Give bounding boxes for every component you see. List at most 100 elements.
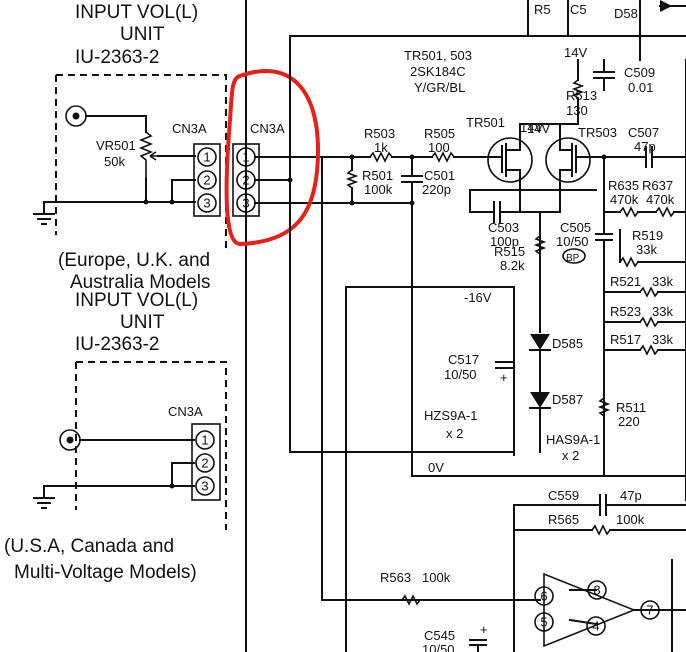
c505-bp: BP <box>566 253 580 264</box>
r637-value: 470k <box>646 192 675 207</box>
c509-name: C509 <box>624 65 655 80</box>
unit-title-bottom-1: INPUT VOL(L) <box>75 290 198 311</box>
r519-name: R519 <box>632 228 663 243</box>
supply-14v-top: 14V <box>564 45 587 60</box>
models-top-line-1: (Europe, U.K. and <box>58 250 210 271</box>
opamp-pin-6: 6 <box>540 589 547 604</box>
r637-name: R637 <box>642 178 673 193</box>
r505-value: 100 <box>428 140 450 155</box>
r565-name: R565 <box>548 512 579 527</box>
unit-code-bottom: IU-2363-2 <box>75 334 160 355</box>
c559-capacitor-icon <box>513 494 686 516</box>
r515-resistor-icon <box>533 235 547 255</box>
connector-bottom-icon <box>191 423 221 501</box>
r513-value: 130 <box>566 103 588 118</box>
connector-bottom-label: CN3A <box>168 404 203 419</box>
opamp-leads <box>568 589 686 626</box>
input-jack-top-center-icon <box>72 112 80 120</box>
tr501-leads <box>487 123 579 191</box>
label-d58-partial: D58 <box>614 6 638 21</box>
main-connector-pin3: 3 <box>242 196 249 211</box>
unit-title-top-1: INPUT VOL(L) <box>75 2 198 23</box>
vr501-resistor-icon <box>138 131 154 178</box>
minus16v-label: -16V <box>464 290 492 305</box>
connector-top-label: CN3A <box>172 121 207 136</box>
red-highlight-circle <box>224 69 321 247</box>
connector-bottom-pin1: 1 <box>201 433 208 448</box>
r511-resistor-icon <box>597 397 611 417</box>
wire-d587-bottom <box>529 407 551 453</box>
bp-mark-icon <box>562 248 586 264</box>
tr503-label: TR503 <box>578 125 617 140</box>
top-partial: R5 C5 D58 14V <box>527 0 686 61</box>
d585-label: D585 <box>552 336 583 351</box>
c517-value: 10/50 <box>444 367 477 382</box>
c517-plus: + <box>500 370 508 385</box>
supply-14v-fet: 14V <box>520 120 543 135</box>
unit-box-top <box>55 74 227 248</box>
r519-value: 33k <box>636 242 657 257</box>
unit-title-top-2: UNIT <box>120 24 165 45</box>
connector-bottom-pin3: 3 <box>201 479 208 494</box>
ground-bottom-icon <box>33 485 55 509</box>
r635-value: 470k <box>610 192 639 207</box>
input-jack-bottom-center-icon <box>66 436 74 444</box>
has9a-label: HAS9A-1 <box>546 432 600 447</box>
c501-capacitor-icon <box>401 156 423 204</box>
tr503-fet-icon <box>545 137 591 183</box>
tr-pair-line-3: Y/GR/BL <box>414 80 465 95</box>
left-bottom-unit: INPUT VOL(L) UNIT IU-2363-2 CN3A 1 2 3 (… <box>4 290 227 583</box>
label-c5-partial: C5 <box>570 2 587 17</box>
c509-value: 0.01 <box>628 80 653 95</box>
r501-name: R501 <box>362 168 393 183</box>
tr501-label: TR501 <box>466 115 505 130</box>
r517-name: R517 <box>610 332 641 347</box>
r563-name: R563 <box>380 570 411 585</box>
connector-bottom-pin2: 2 <box>201 456 208 471</box>
wire-minus16-rail <box>345 286 515 652</box>
wire-bottom-ground <box>43 462 195 487</box>
r635-resistor-icon <box>619 206 639 218</box>
main-connector-pin1: 1 <box>242 150 249 165</box>
hzs9a-qty: x 2 <box>446 426 463 441</box>
opamp-pin-8: 8 <box>593 583 600 598</box>
opamp-pin-5: 5 <box>540 615 547 630</box>
c505-capacitor-icon <box>595 211 613 431</box>
c503-capacitor-icon <box>469 189 541 223</box>
r503-resistor-icon <box>369 151 393 163</box>
left-top-unit: INPUT VOL(L) UNIT IU-2363-2 VR501 50k CN… <box>33 2 227 293</box>
connector-top-pin1: 1 <box>203 150 210 165</box>
opamp-pin-4: 4 <box>592 619 599 634</box>
c507-value: 47p <box>634 139 656 154</box>
r515-name: R515 <box>494 244 525 259</box>
vr501-name: VR501 <box>96 138 136 153</box>
c505-value: 10/50 <box>556 234 589 249</box>
hzs9a-label: HZS9A-1 <box>424 408 477 423</box>
r637-resistor-icon <box>655 206 675 218</box>
models-bottom-line-2: Multi-Voltage Models) <box>14 562 197 583</box>
connector-top-pin3: 3 <box>203 196 210 211</box>
ground-top-icon <box>33 201 55 225</box>
r635-name: R635 <box>608 178 639 193</box>
r519-resistor-icon <box>619 256 639 268</box>
c505-name: C505 <box>560 220 591 235</box>
r565-value: 100k <box>616 512 645 527</box>
r521-resistor-icon <box>639 286 659 298</box>
c507-name: C507 <box>628 125 659 140</box>
r517-value: 33k <box>652 332 673 347</box>
c545-name: C545 <box>424 628 455 643</box>
d587-diode-icon <box>530 392 550 408</box>
r523-resistor-icon <box>639 316 659 328</box>
connector-top-icon <box>193 143 221 217</box>
r521-name: R521 <box>610 274 641 289</box>
wire-outer-loop <box>289 35 561 453</box>
connector-top-pin2: 2 <box>203 173 210 188</box>
c559-name: C559 <box>548 488 579 503</box>
r565-resistor-icon <box>591 524 611 536</box>
tr-pair-line-2: 2SK184C <box>410 64 466 79</box>
c503-name: C503 <box>488 220 519 235</box>
wire-0v-rail <box>411 202 686 477</box>
zero-v-label: 0V <box>428 460 444 475</box>
unit-title-bottom-2: UNIT <box>120 312 165 333</box>
